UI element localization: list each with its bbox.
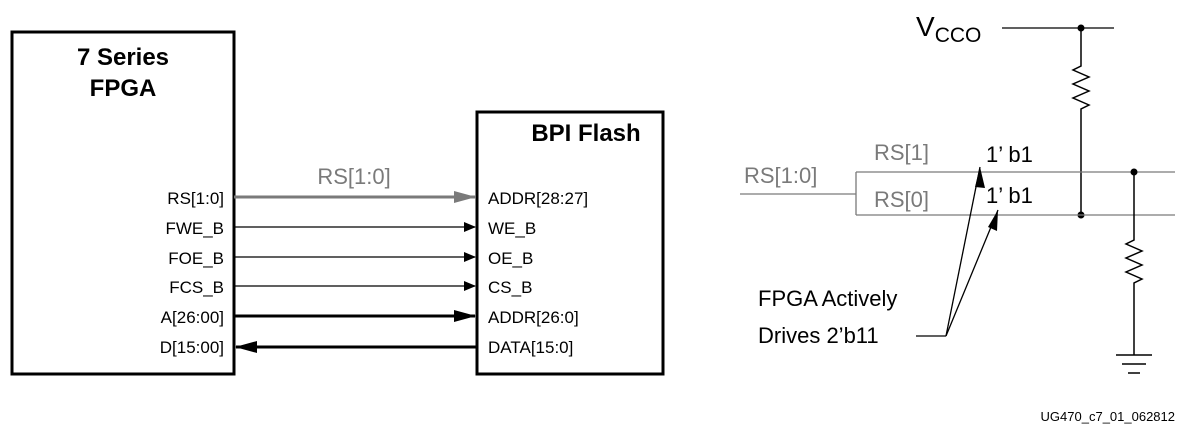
fpga-block [10, 30, 236, 376]
note-arrowhead-2 [988, 210, 998, 231]
rs-bus-label: RS[1:0] [744, 163, 817, 188]
rs1-value: 1’ b1 [986, 142, 1033, 167]
note-arrow-2 [945, 209, 999, 337]
fpga-pin-fwe: FWE_B [165, 219, 224, 238]
note-line1: FPGA Actively [758, 286, 897, 311]
rs1-label: RS[1] [874, 140, 929, 165]
fpga-pin-rs: RS[1:0] [167, 189, 224, 208]
fpga-pin-fcs: FCS_B [169, 278, 224, 297]
flash-pin-cs: CS_B [488, 278, 532, 297]
flash-block [475, 110, 665, 376]
fpga-pin-foe: FOE_B [168, 249, 224, 268]
ground-icon [1116, 354, 1152, 374]
rs0-value: 1’ b1 [986, 183, 1033, 208]
flash-pin-data: DATA[15:0] [488, 338, 573, 357]
flash-pin-we: WE_B [488, 219, 536, 238]
fpga-title-line1: 7 Series [77, 44, 169, 71]
pulldown-resistor [1124, 172, 1144, 355]
flash-pin-addr-hi: ADDR[28:27] [488, 189, 588, 208]
bus-label-rs: RS[1:0] [317, 164, 390, 189]
note-line2: Drives 2’b11 [758, 323, 879, 348]
flash-pin-oe: OE_B [488, 249, 533, 268]
flash-pin-addr-lo: ADDR[26:0] [488, 308, 579, 327]
note-arrow-1 [945, 166, 981, 337]
fpga-title-line2: FPGA [90, 75, 157, 102]
fpga-pin-addr: A[26:00] [161, 308, 224, 327]
note-arrowhead-1 [975, 167, 985, 188]
flash-title: BPI Flash [531, 120, 640, 147]
rs0-label: RS[0] [874, 187, 929, 212]
fpga-pin-data: D[15:00] [160, 338, 224, 357]
figure-id: UG470_c7_01_062812 [1041, 409, 1175, 424]
pullup-resistor [1071, 28, 1091, 215]
vcco-label: VCCO [916, 11, 981, 47]
